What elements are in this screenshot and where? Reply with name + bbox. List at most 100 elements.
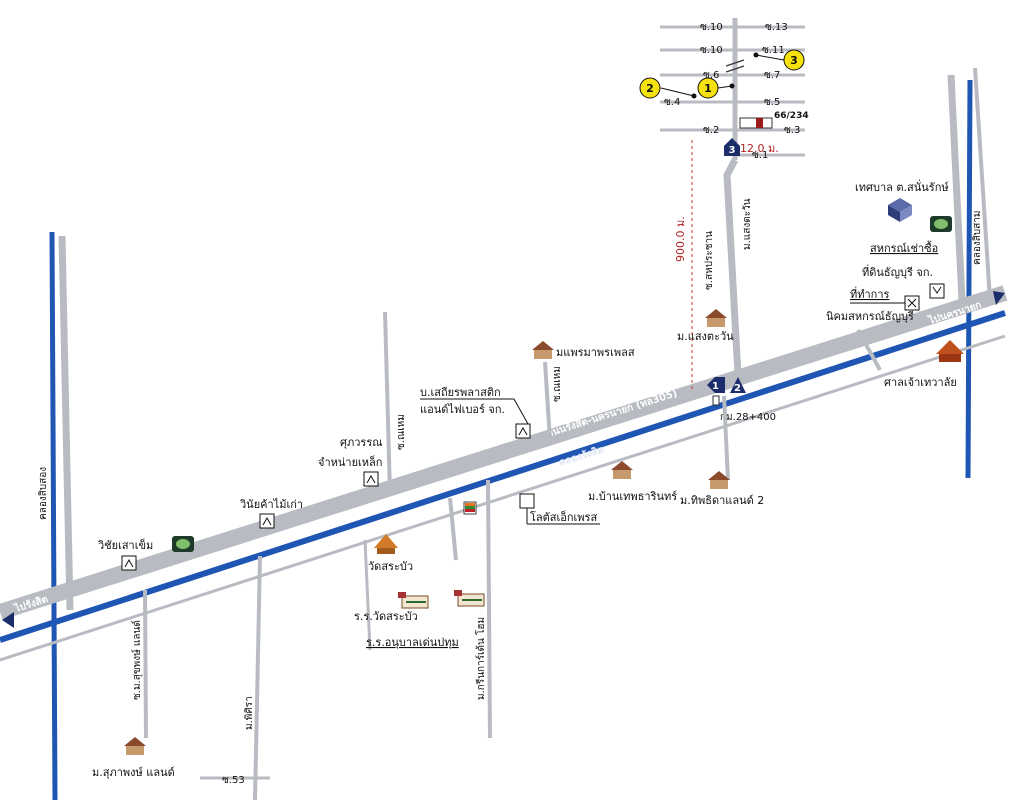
marker-1[interactable]: 1 [697,77,719,99]
phraemaphorn-label: มแพรมาพรเพลส [556,346,635,359]
lotus-place[interactable]: โลตัสเอ็กเพรส [519,493,600,525]
route-marker-2[interactable]: 2 [730,377,746,394]
soi-11-label: ซ.11 [762,45,785,56]
soi-6-label: ซ.6 [703,70,719,81]
house-icon [611,461,633,479]
baan-thep-label: ม.บ้านเทพธารินทร์ [588,490,677,503]
phraemaphorn-place[interactable]: มแพรมาพรเพลส [532,341,635,359]
sahakorn-road-label: ซ.สหประชาน [704,231,715,290]
main-canal [0,310,1006,643]
frontage-road [0,334,1006,662]
soi-5-label: ซ.5 [764,97,780,108]
wichai-place[interactable]: วิชัยเสาเข็ม [97,536,194,571]
soi-53-label: ซ.53 [222,775,245,786]
sukhapong-road [143,589,148,739]
bank-place[interactable] [930,216,952,232]
marker-2-leader [660,87,695,97]
km-label: กม.28+400 [720,412,776,423]
phirom-road-label: ม.พิศิรา [244,696,255,730]
north-roads: ซ.ณเหม ซ.ณเหม [383,311,563,495]
cooperative-line1: สหกรณ์เช่าซื้อ [870,240,938,255]
office-building-icon [888,198,912,222]
left-canal-group: คลองสิบสอง [38,231,74,800]
tessaban-label: เทศบาล ต.สนั่นรักษ์ [855,179,949,194]
store-box-icon [519,493,535,509]
arrow-left-icon [2,612,14,628]
main-road [0,285,1008,620]
setthi-line2: แอนด์ไฟเบอร์ จก. [420,403,505,416]
supawan-line2: จำหน่ายเหล็ก [318,455,382,469]
dot-2 [691,93,697,99]
road-break-icon [725,59,745,73]
winai-place[interactable]: วินัยค้าไม้เก่า [239,498,303,529]
canal-label: คลองรังสิต [557,443,605,469]
wat-sabua-place[interactable]: วัดสระบัว [368,534,413,573]
sukhapong-village-place[interactable]: ม.สุภาพงษ์ แลนด์ [92,737,175,779]
school-anuban-place[interactable]: ร.ร.อนุบาลเด่นปทุม [366,590,485,649]
right-road [947,74,966,301]
timber-shop-icon [259,513,275,529]
school-sabua-place[interactable]: ร.ร.วัดสระบัว [354,592,429,623]
soi-nearby-b-label: ซ.ณเหม [552,366,563,402]
distance-short-label: 12.0 ม. [740,142,779,155]
km-post-icon [712,395,720,406]
wat-sabua-label: วัดสระบัว [368,560,413,573]
saengtawan-village-place[interactable]: ม.แสงตะวัน [677,309,734,343]
soi-10b-label: ซ.10 [700,45,723,56]
shrine-road [856,329,882,371]
supawan-line1: ศุภวรรณ [340,436,382,449]
pile-shop-icon [121,555,137,571]
thipida-place[interactable]: ม.ทิพธิดาแลนด์ 2 [680,471,764,507]
school-icon [454,590,485,607]
saengtawan-road-label: ม.แสงตะวัน [742,198,753,250]
setthi-place[interactable]: บ.เสถียรพลาสติก แอนด์ไฟเบอร์ จก. [420,386,531,439]
temple-icon [374,534,398,554]
cooperative-place[interactable]: สหกรณ์เช่าซื้อ ที่ดินธัญบุรี จก. [862,240,945,299]
right-canal [965,79,973,479]
access-road-group: ซ.สหประชาน ม.แสงตะวัน ซ.10 ซ.13 ซ.10 ซ.1… [639,18,809,392]
shrine-place[interactable]: ศาลเจ้าเทวาลัย [884,340,964,389]
arrow-right-icon [993,291,1005,305]
baan-thep-place[interactable]: ม.บ้านเทพธารินทร์ [588,461,677,503]
setthi-road [543,361,552,441]
house-number: 66/234 [774,111,809,121]
route-marker-1[interactable]: 1 [707,377,725,393]
supawan-place[interactable]: ศุภวรรณ จำหน่ายเหล็ก [318,436,382,487]
shop-icon [929,283,945,299]
convenience-store-place[interactable] [463,501,477,515]
main-road-label: ถนนรังสิต-นครนายก (ทล305) [545,387,678,440]
house-icon [532,341,554,359]
green-home-road [486,479,492,739]
route-marker-1-label: 1 [712,381,719,392]
marker-1-label: 1 [704,82,712,95]
marker-3[interactable]: 3 [783,49,805,71]
office-place[interactable]: ที่ทำการ นิคมสหกรณ์ธัญบุรี [826,286,920,323]
south-road-a [448,497,458,561]
left-canal [49,231,58,800]
right-canal-group: คลองสิบสาม [947,67,992,479]
tessaban-place[interactable]: เทศบาล ต.สนั่นรักษ์ [855,179,949,222]
route-marker-3[interactable]: 3 [724,138,740,156]
marker-2[interactable]: 2 [639,77,661,99]
setthi-line1: บ.เสถียรพลาสติก [420,386,501,399]
distance-long-label: 900.0 ม. [674,216,687,262]
south-roads: ซ.53 ซ.ม.สุขพงษ์ แลนด์ ม.พิศิรา ม.กรีนกา… [131,329,882,800]
winai-label: วินัยค้าไม้เก่า [239,498,303,511]
dot-3 [753,52,759,58]
phirom-road [253,555,262,800]
green-home-road-label: ม.กรีนการ์เด้น โฮม [474,617,487,700]
school-sabua-label: ร.ร.วัดสระบัว [354,610,418,623]
soi-2-label: ซ.2 [703,125,719,136]
soi-3-label: ซ.3 [784,125,800,136]
right-road-2 [973,67,992,301]
right-canal-label: คลองสิบสาม [972,211,983,265]
thipida-road [722,395,730,481]
cooperative-line2: ที่ดินธัญบุรี จก. [862,264,933,279]
marker-3-leader [755,54,785,61]
school-anuban-label: ร.ร.อนุบาลเด่นปทุม [366,636,459,649]
property-highlight [756,118,763,128]
school-icon [398,592,429,609]
access-road-south [723,158,742,376]
marker-3-label: 3 [790,54,798,67]
